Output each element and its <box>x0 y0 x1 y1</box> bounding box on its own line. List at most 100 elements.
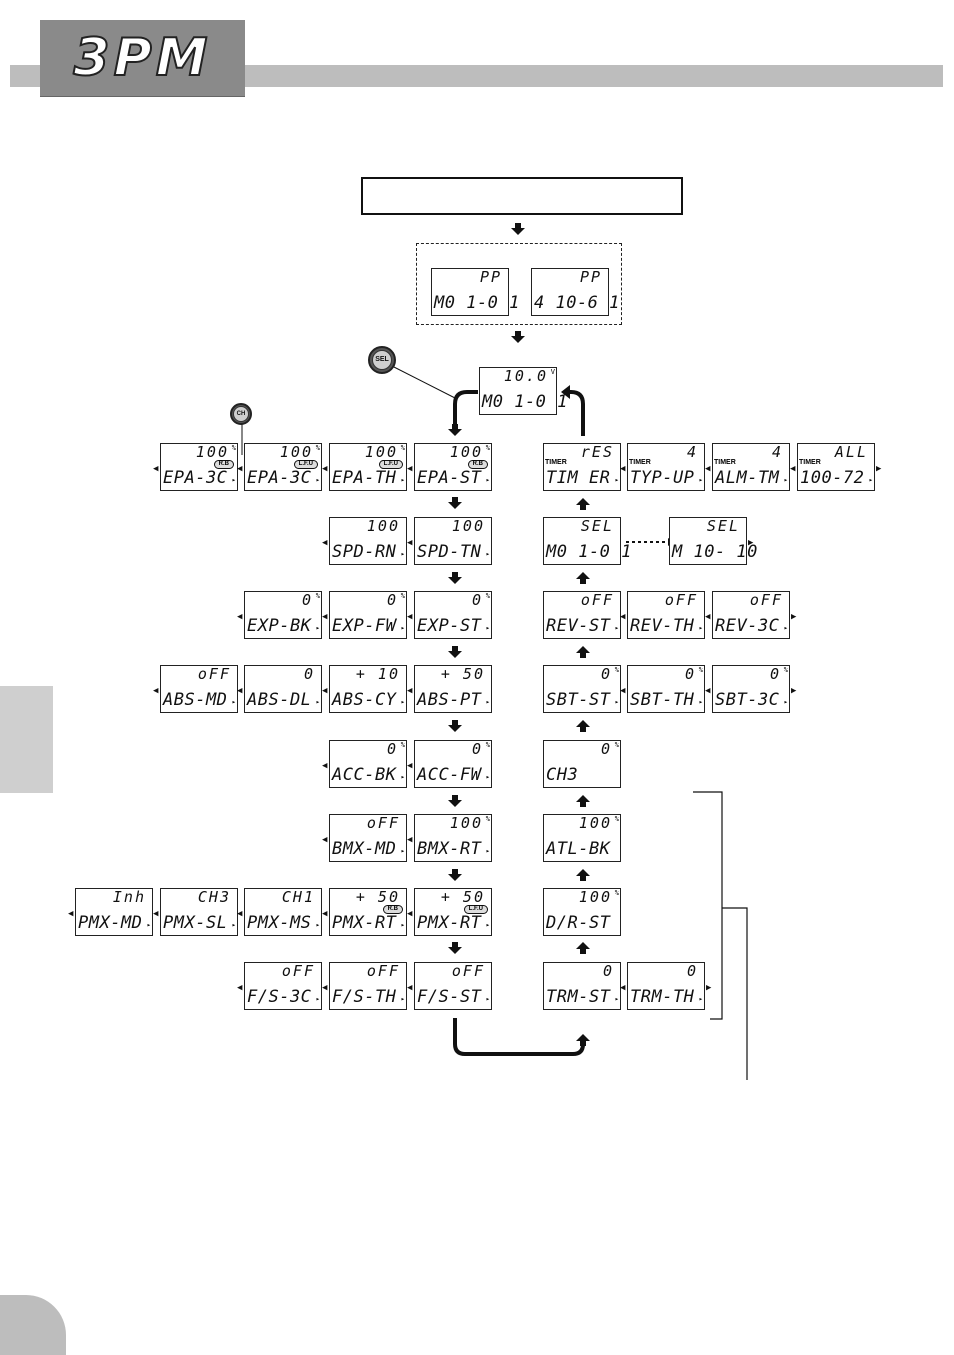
scroll-left-icon: ◀ <box>322 835 328 845</box>
cursor-caret-icon: ▸ <box>783 476 788 484</box>
lcd-value: 0 <box>602 962 614 980</box>
lcd-value: oFF <box>749 591 783 609</box>
lcd-value: 0 <box>471 591 483 609</box>
cursor-caret-icon: ▸ <box>485 847 490 855</box>
scroll-left-icon: ◀ <box>407 835 413 845</box>
lcd-value: 0 <box>600 740 612 758</box>
cursor-caret-icon: ▸ <box>698 624 703 632</box>
scroll-left-icon: ◀ <box>237 612 243 622</box>
arrow-up-icon <box>576 795 590 807</box>
scroll-left-icon: ◀ <box>790 464 796 474</box>
lcd-badge: R.B <box>382 905 403 914</box>
cursor-caret-icon: ▸ <box>783 698 788 706</box>
lcd-value: 100 <box>578 814 612 832</box>
cursor-caret-icon: ▸ <box>400 995 405 1003</box>
cursor-caret-icon: ▸ <box>315 476 320 484</box>
lcd-label: PMX-SL <box>163 913 228 933</box>
lcd-unit: % <box>698 666 703 674</box>
lcd-label: EXP-ST <box>417 616 482 636</box>
lcd-label: SBT-3C <box>715 690 780 710</box>
lcd-value: 100 <box>451 517 485 535</box>
scroll-right-icon: ▶ <box>748 538 754 548</box>
lcd-label: SBT-ST <box>546 690 611 710</box>
scroll-left-icon: ◀ <box>705 464 711 474</box>
scroll-left-icon: ◀ <box>68 909 74 919</box>
cursor-caret-icon: ▸ <box>614 698 619 706</box>
lcd-unit: % <box>614 666 619 674</box>
arrow-up-icon <box>576 942 590 954</box>
lcd-value: oFF <box>664 591 698 609</box>
lcd-value: 0 <box>471 740 483 758</box>
scroll-right-icon: ▶ <box>791 686 797 696</box>
lcd-label: BMX-MD <box>332 839 397 859</box>
lcd-label: TRM-ST <box>546 987 611 1007</box>
lcd-value: 100 <box>578 888 612 906</box>
lcd-value: PP <box>579 268 602 286</box>
lcd-label: 100-72 <box>800 468 865 488</box>
lcd-label: PMX-MS <box>247 913 312 933</box>
lcd-label: D/R-ST <box>546 913 611 933</box>
cursor-caret-icon: ▸ <box>146 921 151 929</box>
lcd-label: EPA-ST <box>417 468 482 488</box>
cursor-caret-icon: ▸ <box>485 624 490 632</box>
cursor-caret-icon: ▸ <box>400 624 405 632</box>
lcd-value: 0 <box>303 665 315 683</box>
cursor-caret-icon: ▸ <box>783 624 788 632</box>
lcd-value: 0 <box>686 962 698 980</box>
scroll-left-icon: ◀ <box>322 761 328 771</box>
arrow-down-icon <box>448 942 462 954</box>
arrow-down-icon <box>448 497 462 509</box>
lcd-value: oFF <box>366 962 400 980</box>
lcd-value: 10.0 <box>503 367 548 385</box>
scroll-right-icon: ▶ <box>791 612 797 622</box>
lcd-label: ACC-FW <box>417 765 482 785</box>
arrow-up-icon <box>576 720 590 732</box>
scroll-left-icon: ◀ <box>620 983 626 993</box>
lcd-label: F/S-3C <box>247 987 312 1007</box>
lcd-screen-ch3: 0%CH3 <box>543 740 621 788</box>
lcd-value: 100 <box>364 443 398 461</box>
cursor-caret-icon: ▸ <box>400 921 405 929</box>
cursor-caret-icon: ▸ <box>400 550 405 558</box>
lcd-value: oFF <box>197 665 231 683</box>
lcd-label: ABS-MD <box>163 690 228 710</box>
cursor-caret-icon: ▸ <box>614 624 619 632</box>
scroll-left-icon: ◀ <box>322 909 328 919</box>
scroll-right-icon: ▶ <box>876 464 882 474</box>
lcd-unit: % <box>485 444 490 452</box>
cursor-caret-icon: ▸ <box>485 476 490 484</box>
cursor-caret-icon: ▸ <box>698 698 703 706</box>
lcd-timer-tag: TIMER <box>714 459 736 466</box>
lcd-unit: % <box>614 889 619 897</box>
lcd-unit: % <box>485 815 490 823</box>
lcd-unit: % <box>485 592 490 600</box>
lcd-label: ACC-BK <box>332 765 397 785</box>
scroll-left-icon: ◀ <box>322 464 328 474</box>
lcd-value: SEL <box>580 517 614 535</box>
scroll-left-icon: ◀ <box>322 538 328 548</box>
scroll-left-icon: ◀ <box>407 538 413 548</box>
cursor-caret-icon: ▸ <box>485 921 490 929</box>
cursor-caret-icon: ▸ <box>231 476 236 484</box>
cursor-caret-icon: ▸ <box>614 476 619 484</box>
logo: 3PM <box>40 20 245 97</box>
lcd-value: 0 <box>600 665 612 683</box>
lcd-unit: % <box>231 444 236 452</box>
scroll-left-icon: ◀ <box>620 612 626 622</box>
lcd-value: 100 <box>279 443 313 461</box>
scroll-left-icon: ◀ <box>407 761 413 771</box>
lcd-badge: L.F.U <box>378 460 403 469</box>
lcd-value: + 50 <box>355 888 400 906</box>
lcd-timer-tag: TIMER <box>799 459 821 466</box>
cursor-caret-icon: ▸ <box>315 624 320 632</box>
lcd-value: oFF <box>580 591 614 609</box>
